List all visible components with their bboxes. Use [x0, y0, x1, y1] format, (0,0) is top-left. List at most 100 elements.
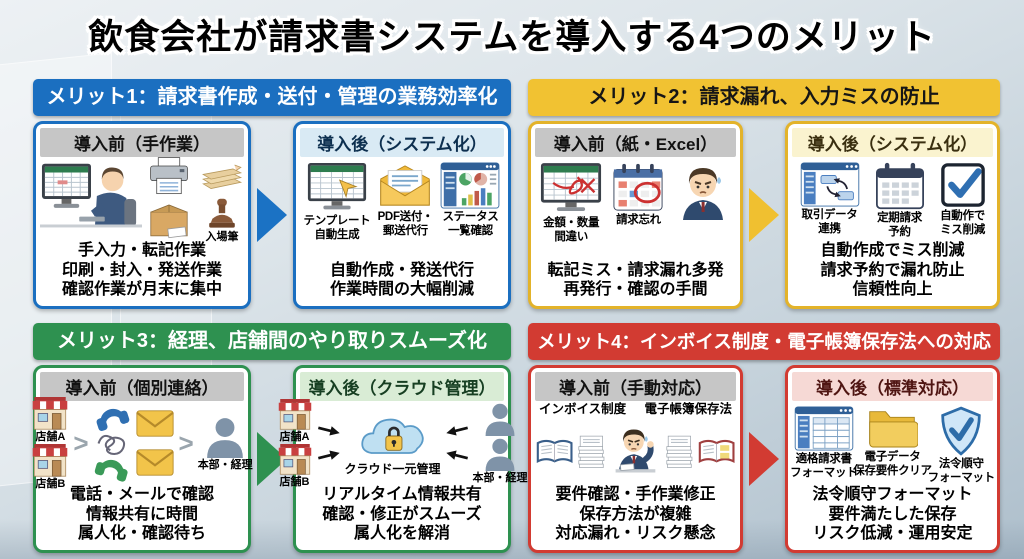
merit1-before-box: 導入前（手作業） [33, 121, 251, 309]
merit4-before-label: 導入前（手動対応） [535, 372, 736, 401]
merit3-after-box: 導入後（クラウド管理） 店舗A [278, 365, 528, 553]
chevron-icon: > [73, 428, 89, 459]
arrow-right-icon [317, 426, 340, 436]
caption-line: 法令順守 [938, 458, 984, 470]
merit3-after-label: 導入後（クラウド管理） [300, 372, 504, 401]
merit2-panel: メリット2：請求漏れ、入力ミスの防止 導入前（紙・Excel） [528, 79, 1000, 311]
merit1-after-box: 導入後（システム化） テンプレート自動生成 [293, 121, 511, 309]
invoice-system-tag: インボイス制度 [539, 402, 627, 416]
worried-person-icon [682, 168, 723, 220]
tangled-line-icon [97, 434, 125, 455]
caption-line: 請求忘れ [616, 214, 661, 226]
merit4-after-item: 法令順守フォーマット [927, 406, 996, 485]
merit2-before-item: 請求忘れ [612, 162, 664, 228]
stamp-caption: 入場筆 [205, 230, 239, 243]
caption-line: 自動作で [940, 210, 985, 222]
merit1-after-line: 作業時間の大幅削減 [329, 281, 474, 299]
merit3-after-line: 確認・修正がスムーズ [322, 505, 482, 523]
caption-line: 定期請求 [877, 212, 922, 224]
caption-line: 電子データ [864, 451, 921, 463]
caption-line: 取引データ [801, 209, 858, 221]
caption-line: PDF送付・ [377, 211, 434, 223]
merit4-after-item: 電子データ保存要件クリア [853, 406, 932, 478]
phone-icon [94, 459, 128, 482]
open-book-icon [536, 439, 573, 463]
merit4-before-line: 対応漏れ・リスク懸念 [555, 525, 716, 543]
caption-line: フォーマット [927, 471, 996, 484]
merit1-before-line: 手入力・転記作業 [77, 242, 206, 260]
template-monitor-icon [307, 162, 367, 210]
merit4-after-line: 要件満たした保存 [828, 505, 957, 523]
mail-envelope-icon [135, 410, 174, 437]
person-silhouette-icon [485, 438, 515, 472]
merit3-after-line: 属人化を解消 [353, 525, 450, 543]
merit4-after-label: 導入後（標準対応） [792, 372, 993, 401]
caption-line: 郵送代行 [383, 224, 428, 237]
merit1-header: メリット1：請求書作成・送付・管理の業務効率化 [33, 79, 511, 116]
store-a-icon [33, 396, 68, 430]
merit1-after-item: テンプレート自動生成 [304, 162, 371, 242]
merit2-after-line: 請求予約で漏れ防止 [820, 261, 965, 279]
chevron-icon: > [178, 428, 194, 459]
merit3-before-line: 属人化・確認待ち [77, 525, 206, 543]
before-after-arrow [749, 188, 779, 242]
merit3-before-label: 導入前（個別連絡） [40, 372, 244, 401]
caption-line: 金額・数量 [543, 217, 600, 229]
merit2-after-item: 取引データ連携 [800, 162, 860, 236]
merit3-panel: メリット3：経理、店舗間のやり取りスムーズ化 導入前（個別連絡） 店舗A [33, 323, 528, 555]
merit2-before-box: 導入前（紙・Excel） 金額・数量間違い [528, 121, 743, 309]
person-silhouette-icon [485, 403, 515, 437]
merit2-after-label: 導入後（システム化） [792, 128, 993, 157]
caption-line: 間違い [554, 230, 588, 243]
merit2-before-line: 転記ミス・請求漏れ多発 [547, 261, 724, 279]
store-a-label: 店舗A [35, 430, 66, 443]
caption-line: テンプレート [303, 215, 371, 227]
before-after-arrow [749, 432, 779, 486]
caption-line: 保存要件クリア [853, 464, 932, 477]
merit2-before-label: 導入前（紙・Excel） [535, 128, 736, 157]
paper-pile-icon [666, 435, 693, 468]
merit4-after-box: 導入後（標準対応） 適格請求書フォーマット [785, 365, 1000, 553]
merit4-panel: メリット4：インボイス制度・電子帳簿保存法への対応 導入前（手動対応） インボイ… [528, 323, 1000, 555]
merit2-before-line: 再発行・確認の手間 [563, 281, 708, 299]
paper-pile-icon [578, 435, 605, 468]
arrow-right-icon [317, 450, 340, 460]
paper-stack-icon [202, 164, 243, 189]
arrow-left-icon [445, 426, 468, 436]
merit3-before-box: 導入前（個別連絡） 店舗A [33, 365, 253, 553]
page-title: 飲食会社が請求書システムを導入する4つのメリット [88, 18, 936, 57]
merit1-after-line: 自動作成・発送代行 [329, 261, 474, 279]
data-sync-icon [800, 162, 859, 207]
merit2-before-item [675, 162, 731, 236]
store-b-label: 店舗B [279, 475, 310, 488]
caption-line: 自動生成 [314, 228, 360, 241]
cardboard-box-icon [150, 204, 188, 239]
folder-icon [869, 411, 919, 448]
merit2-header: メリット2：請求漏れ、入力ミスの防止 [528, 79, 1000, 116]
store-b-icon [33, 443, 68, 477]
caption-line: 一覧確認 [448, 224, 493, 237]
checkbox-icon [940, 163, 985, 207]
merit1-panel: メリット1：請求書作成・送付・管理の業務効率化 導入前（手作業） [33, 79, 511, 311]
merit2-after-box: 導入後（システム化） 取引データ連携 [785, 121, 1000, 309]
merit4-after-line: リスク低減・運用安定 [812, 525, 973, 543]
person-at-computer-icon [40, 163, 142, 228]
merit2-before-item: 金額・数量間違い [540, 162, 602, 244]
merit1-before-label: 導入前（手作業） [40, 128, 244, 157]
e-bookkeeping-law-tag: 電子帳簿保存法 [644, 402, 732, 416]
merit4-header: メリット4：インボイス制度・電子帳簿保存法への対応 [528, 323, 1000, 360]
spreadsheet-error-icon [541, 163, 602, 212]
hq-accounting-label: 本部・経理 [472, 472, 528, 485]
caption-line: 連携 [818, 222, 841, 235]
mail-envelope-icon [135, 449, 174, 476]
calendar-missed-icon [613, 163, 664, 211]
caption-line: 適格請求書 [795, 453, 852, 465]
merit1-after-item: PDF送付・郵送代行 [377, 162, 434, 238]
merit1-after-item: ステータス一覧確認 [440, 162, 500, 238]
merit3-before-line: 情報共有に時間 [85, 505, 198, 523]
merit4-after-line: 法令順守フォーマット [812, 486, 973, 504]
merit2-after-item: 自動作でミス削減 [940, 162, 986, 237]
person-silhouette-icon [207, 417, 244, 458]
cloud-central-label: クラウド一元管理 [344, 462, 441, 477]
merit4-before-box: 導入前（手動対応） インボイス制度 電子帳簿保存法 [528, 365, 743, 553]
